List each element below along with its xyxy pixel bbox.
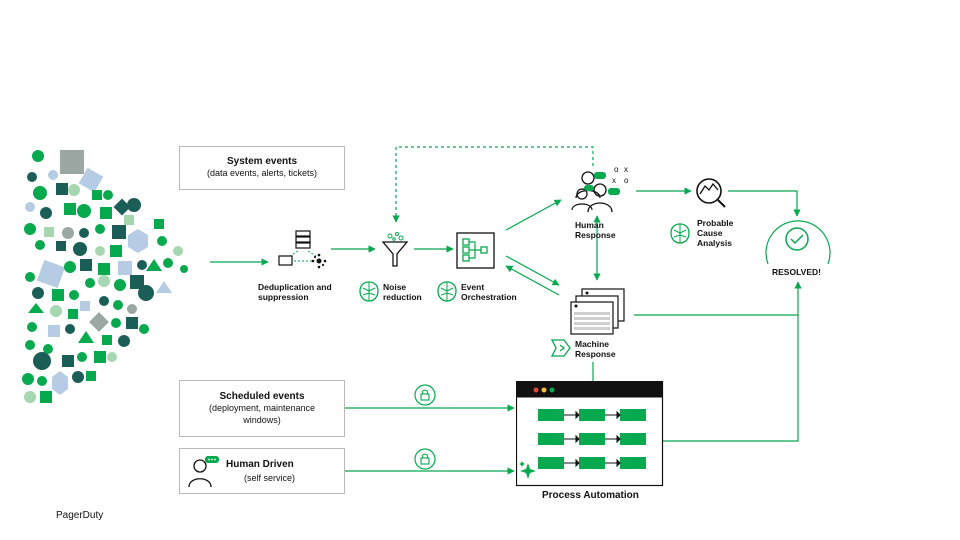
svg-text:o: o <box>624 176 629 185</box>
arrow-back-to-event-orch <box>505 265 560 296</box>
arrow-to-machine <box>505 255 560 286</box>
human-response-line2: Response <box>575 230 616 240</box>
event-orch-label: Event Orchestration <box>461 282 517 302</box>
resolved-label: RESOLVED! <box>772 267 821 277</box>
dedup-label-line1: Deduplication and <box>258 282 332 292</box>
event-orch-label-line1: Event <box>461 282 485 292</box>
event-orch-label-line2: Orchestration <box>461 292 517 302</box>
noise-label-line1: Noise <box>383 282 407 292</box>
probable-cause-line2: Cause <box>697 228 723 238</box>
dashed-feedback-arrow <box>392 146 594 223</box>
arrow-automation-to-resolved <box>662 315 799 442</box>
scheduled-events-box: Scheduled events (deployment, maintenanc… <box>179 380 345 437</box>
machine-response-line2: Response <box>575 349 616 359</box>
human-driven-box: Human Driven (self service) <box>179 448 345 494</box>
svg-text:o: o <box>614 165 619 174</box>
arrow-to-human <box>505 199 562 231</box>
machine-response-icon <box>570 288 625 335</box>
probable-cause-label: Probable Cause Analysis <box>697 218 733 248</box>
check-circle-icon <box>785 227 809 251</box>
process-automation-label: Process Automation <box>542 490 639 501</box>
svg-text:x: x <box>612 176 616 185</box>
event-cloud-graphic <box>22 150 188 403</box>
scheduled-events-subtitle-2: windows) <box>243 415 281 425</box>
machine-response-label: Machine Response <box>575 339 616 359</box>
arrow-machine-to-resolved <box>634 281 802 316</box>
noise-label: Noise reduction <box>383 282 422 302</box>
process-automation-window <box>516 381 664 487</box>
automation-tag-icon <box>551 339 571 357</box>
arrow-probable-to-resolved <box>728 190 801 217</box>
scheduled-events-title: Scheduled events <box>219 391 305 402</box>
probable-cause-line1: Probable <box>697 218 734 228</box>
dedup-label-line2: suppression <box>258 292 309 302</box>
human-driven-title: Human Driven <box>226 459 294 470</box>
system-events-title: System events <box>226 156 298 167</box>
resolved-arc <box>765 220 831 265</box>
deduplication-icon <box>278 230 327 269</box>
magnifier-chart-icon <box>696 178 726 208</box>
human-response-icon: o x x o <box>571 165 629 213</box>
funnel-icon <box>381 232 409 267</box>
lock-icon <box>414 448 436 470</box>
dedup-label: Deduplication and suppression <box>258 282 332 302</box>
machine-response-line1: Machine <box>575 339 610 349</box>
human-response-label: Human Response <box>575 220 616 240</box>
scheduled-events-subtitle-1: (deployment, maintenance <box>208 403 316 413</box>
ai-brain-icon <box>437 281 457 302</box>
person-chat-icon <box>188 456 219 488</box>
event-orchestration-icon <box>456 232 495 269</box>
noise-label-line2: reduction <box>383 292 422 302</box>
human-driven-subtitle: (self service) <box>244 473 296 483</box>
lock-icon <box>414 384 436 406</box>
system-events-subtitle: (data events, alerts, tickets) <box>206 168 318 178</box>
ai-brain-icon <box>359 281 379 302</box>
human-response-line1: Human <box>575 220 604 230</box>
ai-brain-icon <box>670 223 690 244</box>
pagerduty-logo: PagerDuty <box>56 510 104 521</box>
svg-text:x: x <box>624 165 628 174</box>
probable-cause-line3: Analysis <box>697 238 732 248</box>
system-events-box: System events (data events, alerts, tick… <box>179 146 345 190</box>
